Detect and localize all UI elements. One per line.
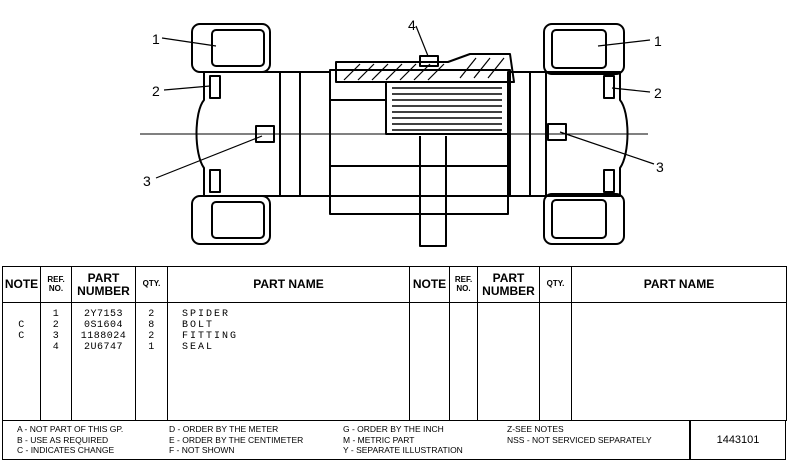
left-spider [195,71,281,197]
note-cell [3,309,40,320]
note-column: C C [2,302,41,421]
callout-1-left: 1 [152,31,160,47]
qty-cell: 2 [148,309,155,320]
right-fitting [547,123,567,141]
header-qty: QTY. [135,266,168,303]
header-note-2: NOTE [409,266,450,303]
legend: A - NOT PART OF THIS GP. B - USE AS REQU… [2,421,786,460]
seal [335,53,515,83]
part-number-cell: 2U6747 [83,342,123,353]
legend-column-4: Z-SEE NOTES NSS - NOT SERVICED SEPARATEL… [507,424,652,445]
legend-item: Y - SEPARATE ILLUSTRATION [343,445,463,455]
callout-2-left: 2 [152,83,160,99]
ref-cell: 3 [52,331,60,342]
legend-item: G - ORDER BY THE INCH [343,424,444,434]
ref-cell: 1 [52,309,60,320]
part-name-cell: SEAL [182,342,215,353]
legend-column-1: A - NOT PART OF THIS GP. B - USE AS REQU… [17,424,123,456]
left-lower-cap [191,195,271,245]
empty-cell [571,302,787,421]
legend-column-3: G - ORDER BY THE INCH M - METRIC PART Y … [343,424,463,456]
header-ref-no-2: REF.NO. [449,266,478,303]
callout-3-right: 3 [656,159,664,175]
note-cell: C [18,320,25,331]
legend-item: E - ORDER BY THE CENTIMETER [169,434,304,445]
note-cell: C [18,331,25,342]
legend-item: A - NOT PART OF THIS GP. [17,424,124,434]
header-part-name: PART NAME [167,266,410,303]
callout-4: 4 [408,17,416,33]
empty-cell [477,302,540,421]
header-ref-no: REF.NO. [40,266,72,303]
universal-joint-drawing: 1 2 3 4 1 2 3 [140,17,664,247]
right-lower-cap [543,193,625,245]
left-upper-cap [191,23,271,73]
legend-item: F - NOT SHOWN [169,445,235,455]
legend-item: Z-SEE NOTES [507,424,564,434]
legend-item: M - METRIC PART [343,434,415,445]
qty-cell: 1 [148,342,155,353]
legend-item: D - ORDER BY THE METER [169,424,279,434]
part-name-cell: SPIDER [182,309,231,320]
qty-cell: 2 [148,331,155,342]
header-note: NOTE [2,266,41,303]
part-number-cell: 1188024 [80,331,127,342]
part-number-cell: 2Y7153 [83,309,123,320]
right-upper-cap [543,23,625,75]
callout-1-right: 1 [654,33,662,49]
note-cell [3,342,40,353]
qty-column: 2 8 2 1 [135,302,168,421]
legend-item: NSS - NOT SERVICED SEPARATELY [507,434,652,445]
illustration-reference-number: 1443101 [716,434,760,446]
legend-divider [689,421,691,459]
part-name-cell: BOLT [182,320,215,331]
right-spider [545,71,629,197]
header-part-name-2: PART NAME [571,266,787,303]
empty-cell [409,302,450,421]
empty-cell [449,302,478,421]
callout-2-right: 2 [654,85,662,101]
legend-item: C - INDICATES CHANGE [17,445,115,455]
legend-column-2: D - ORDER BY THE METER E - ORDER BY THE … [169,424,303,456]
part-name-cell: FITTING [182,331,239,342]
ref-column: 1 2 3 4 [40,302,72,421]
qty-cell: 8 [148,320,155,331]
part-number-column: 2Y7153 0S1604 1188024 2U6747 [71,302,136,421]
part-number-cell: 0S1604 [83,320,123,331]
callout-3-left: 3 [143,173,151,189]
part-name-column: SPIDER BOLT FITTING SEAL [167,302,410,421]
ref-cell: 2 [52,320,60,331]
legend-item: B - USE AS REQUIRED [17,434,109,445]
table-body-row: C C 1 2 3 4 2Y7153 0S1604 1188024 2U6747… [2,302,787,421]
ref-cell: 4 [52,342,60,353]
header-qty-2: QTY. [539,266,572,303]
empty-cell [539,302,572,421]
